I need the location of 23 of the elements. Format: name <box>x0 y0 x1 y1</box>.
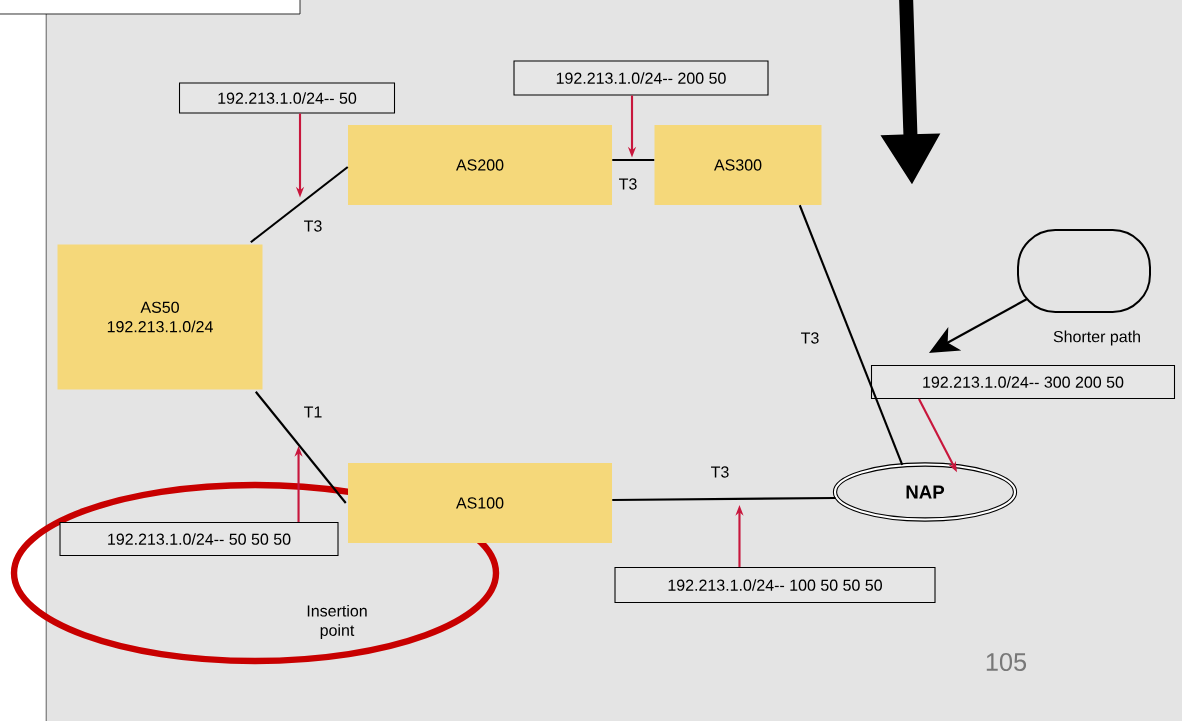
edge-label: T1 <box>302 405 324 419</box>
link-line <box>612 496 836 502</box>
route-box: 192.213.1.0/24-- 200 50 <box>513 60 769 96</box>
rounded-box <box>1017 229 1151 313</box>
edge-label: T3 <box>617 177 639 191</box>
edge-label: Shorter path <box>1051 329 1143 347</box>
link-line <box>798 204 904 466</box>
route-box: 192.213.1.0/24-- 300 200 50 <box>870 364 1176 400</box>
route-box: 192.213.1.0/24-- 50 50 50 <box>59 521 339 557</box>
edge-label: T3 <box>302 219 324 233</box>
route-box: 192.213.1.0/24-- 100 50 50 50 <box>614 566 936 604</box>
route-box: 192.213.1.0/24-- 50 <box>178 82 396 114</box>
edge-label: T3 <box>799 331 821 345</box>
link-line <box>250 166 349 244</box>
note-text: Insertion point <box>307 604 367 640</box>
as-box: AS300 <box>654 125 822 205</box>
as-box: AS50 192.213.1.0/24 <box>57 244 263 390</box>
link-line <box>612 158 655 162</box>
page-number: 105 <box>986 653 1027 671</box>
as-box: AS100 <box>348 463 612 543</box>
edge-label: T3 <box>709 465 731 479</box>
box-fragment <box>0 0 301 15</box>
as-box: AS200 <box>348 125 612 205</box>
